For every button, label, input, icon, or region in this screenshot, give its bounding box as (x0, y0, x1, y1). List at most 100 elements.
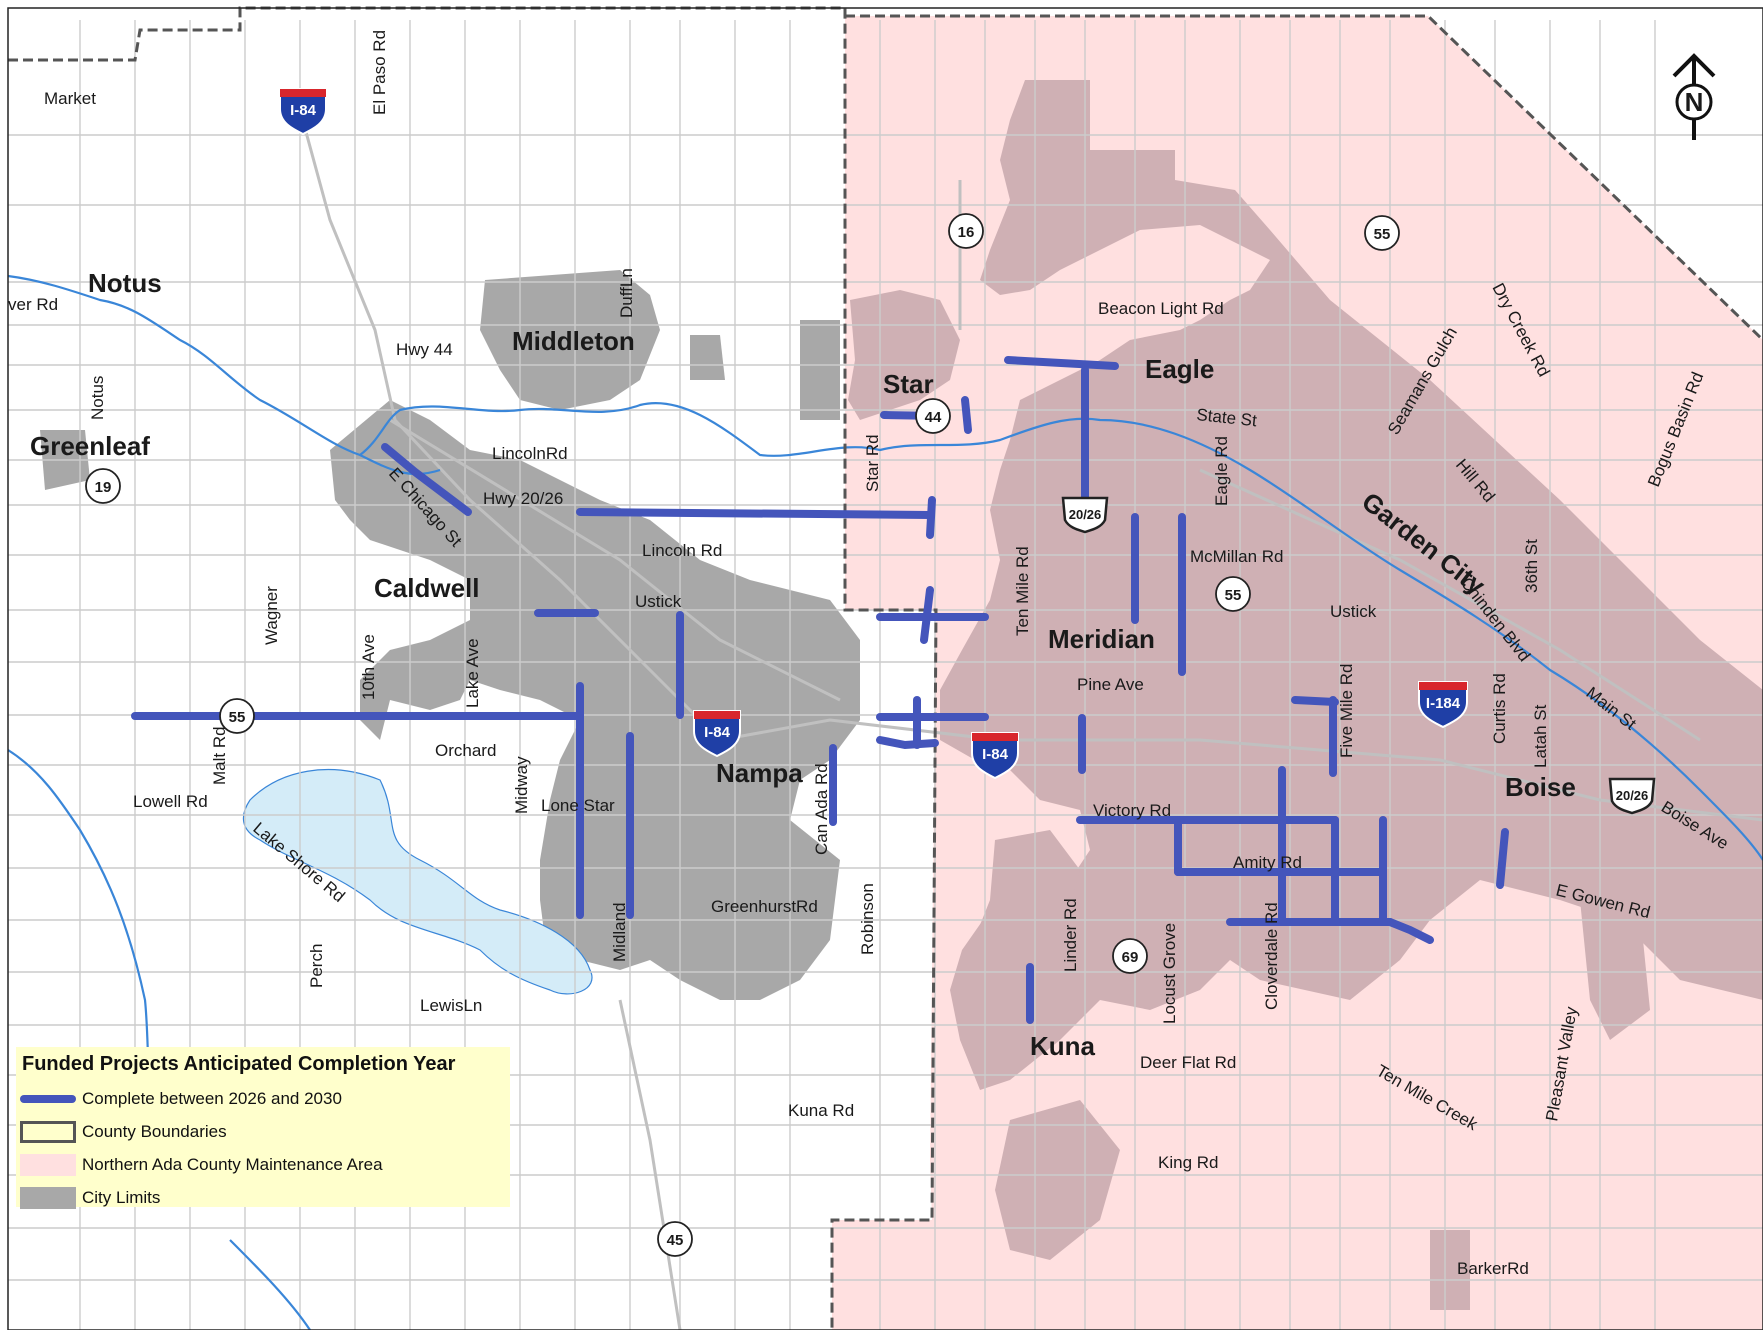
road-label-hwy2026: Hwy 20/26 (483, 489, 563, 508)
city-label-eagle: Eagle (1145, 354, 1214, 384)
highways (298, 109, 1763, 1330)
legend-item-projects: Complete between 2026 and 2030 (20, 1082, 510, 1115)
road-label-star-rd: Star Rd (863, 434, 882, 492)
road-label-deer-flat: Deer Flat Rd (1140, 1053, 1236, 1072)
ada-county-boundary (845, 14, 1763, 342)
shield-label-55b: 55 (229, 709, 246, 726)
legend-label: Complete between 2026 and 2030 (82, 1088, 342, 1108)
legend-swatch-county (20, 1120, 76, 1143)
interstate-shield-i84-a: I-84 (279, 88, 327, 136)
road-label-robinson: Robinson (858, 883, 877, 955)
map-frame (7, 7, 1763, 1330)
us-shield-2026-a: 20/26 (1061, 496, 1109, 534)
north-arrow-icon: N (1672, 53, 1716, 140)
road-label-barker: BarkerRd (1457, 1259, 1529, 1278)
road-label-mcmillan: McMillan Rd (1190, 547, 1284, 566)
road-label-36th: 36th St (1522, 539, 1541, 593)
city-labels: Notus Middleton Greenleaf Caldwell Star … (30, 268, 1576, 1061)
city-label-star: Star (883, 369, 934, 399)
road-label-10th: 10th Ave (359, 634, 378, 700)
road-label-curtis: Curtis Rd (1490, 673, 1509, 744)
city-label-greenleaf: Greenleaf (30, 431, 150, 461)
interstate-shield-i84-b: I-84 (693, 710, 741, 758)
ada-city-limits (848, 80, 1763, 1310)
legend-swatch-line (20, 1088, 76, 1110)
road-label-market: Market (44, 89, 96, 108)
road-label-ustick1: Ustick (635, 592, 682, 611)
road-label-lake-ave: Lake Ave (463, 638, 482, 708)
city-label-caldwell: Caldwell (374, 573, 479, 603)
legend-swatch-pink (20, 1153, 76, 1176)
road-label-lincoln1: LincolnRd (492, 444, 568, 463)
legend-label: Northern Ada County Maintenance Area (82, 1154, 383, 1174)
road-labels: Market El Paso Rd DuffLn ver Rd Notus Hw… (8, 30, 1732, 1278)
road-label-hwy44: Hwy 44 (396, 340, 453, 359)
city-label-nampa: Nampa (716, 758, 803, 788)
road-label-five-mile: Five Mile Rd (1337, 664, 1356, 758)
shield-label-55c: 55 (1225, 587, 1242, 604)
city-label-boise: Boise (1505, 772, 1576, 802)
shield-label-55a: 55 (1374, 226, 1391, 243)
road-label-king: King Rd (1158, 1153, 1218, 1172)
road-label-ten-mile: Ten Mile Rd (1013, 546, 1032, 636)
road-label-el-paso: El Paso Rd (370, 30, 389, 115)
legend-item-county: County Boundaries (20, 1115, 510, 1148)
state-shield-labels: 16 55 55 55 44 19 69 45 (95, 224, 1391, 1249)
road-label-lincoln2: Lincoln Rd (642, 541, 722, 560)
road-label-locust: Locust Grove (1160, 923, 1179, 1024)
road-label-notus-rd: Notus (88, 376, 107, 420)
shield-label-45: 45 (667, 1232, 684, 1249)
legend-label: City Limits (82, 1187, 161, 1207)
road-label-eagle-rd: Eagle Rd (1212, 436, 1231, 506)
north-arrow-letter: N (1685, 87, 1704, 117)
lake-lowell (242, 769, 593, 995)
legend-item-maintenance: Northern Ada County Maintenance Area (20, 1148, 510, 1181)
road-label-midland: Midland (610, 902, 629, 962)
city-label-kuna: Kuna (1030, 1031, 1096, 1061)
city-label-middleton: Middleton (512, 326, 635, 356)
shield-label: 20/26 (1616, 788, 1649, 803)
road-label-victory: Victory Rd (1093, 801, 1171, 820)
shield-label: I-184 (1426, 695, 1461, 712)
shield-label: 20/26 (1069, 507, 1102, 522)
interstate-shield-i184: I-184 (1418, 681, 1468, 729)
city-label-meridian: Meridian (1048, 624, 1155, 654)
road-label-amity: Amity Rd (1233, 853, 1302, 872)
shield-label-16: 16 (958, 224, 975, 241)
road-label-pine: Pine Ave (1077, 675, 1144, 694)
shield-label-19: 19 (95, 479, 112, 496)
legend-label: County Boundaries (82, 1121, 227, 1141)
legend-swatch-gray (20, 1186, 76, 1209)
shield-label-44: 44 (925, 409, 942, 426)
shield-label-69: 69 (1122, 949, 1139, 966)
road-label-lewis: LewisLn (420, 996, 482, 1015)
road-label-perch: Perch (307, 944, 326, 988)
road-label-ver: ver Rd (8, 295, 58, 314)
road-label-cloverdale: Cloverdale Rd (1262, 902, 1281, 1010)
road-label-latah: Latah St (1531, 704, 1550, 768)
shield-label: I-84 (982, 746, 1009, 763)
road-label-wagner: Wagner (262, 586, 281, 645)
map-legend: Funded Projects Anticipated Completion Y… (16, 1047, 510, 1209)
road-label-ustick2: Ustick (1330, 602, 1377, 621)
road-label-kuna-rd: Kuna Rd (788, 1101, 854, 1120)
road-label-midway: Midway (512, 756, 531, 814)
road-label-duff: DuffLn (617, 268, 636, 318)
road-label-lowell: Lowell Rd (133, 792, 208, 811)
canyon-city-limits (40, 270, 860, 1000)
road-label-linder: Linder Rd (1061, 898, 1080, 972)
city-label-notus: Notus (88, 268, 162, 298)
legend-title: Funded Projects Anticipated Completion Y… (22, 1053, 456, 1075)
road-label-greenhurst: GreenhurstRd (711, 897, 818, 916)
state-shields (85, 213, 1400, 1257)
road-label-can-ada: Can Ada Rd (812, 763, 831, 855)
road-label-orchard: Orchard (435, 741, 496, 760)
us-shield-2026-b: 20/26 (1608, 777, 1656, 815)
legend-item-city-limits: City Limits (20, 1181, 510, 1214)
road-label-lone-star: Lone Star (541, 796, 615, 815)
county-boundary (8, 6, 938, 1330)
shield-label: I-84 (704, 724, 731, 741)
interstate-shield-i84-c: I-84 (971, 732, 1019, 780)
shield-label: I-84 (290, 102, 317, 119)
